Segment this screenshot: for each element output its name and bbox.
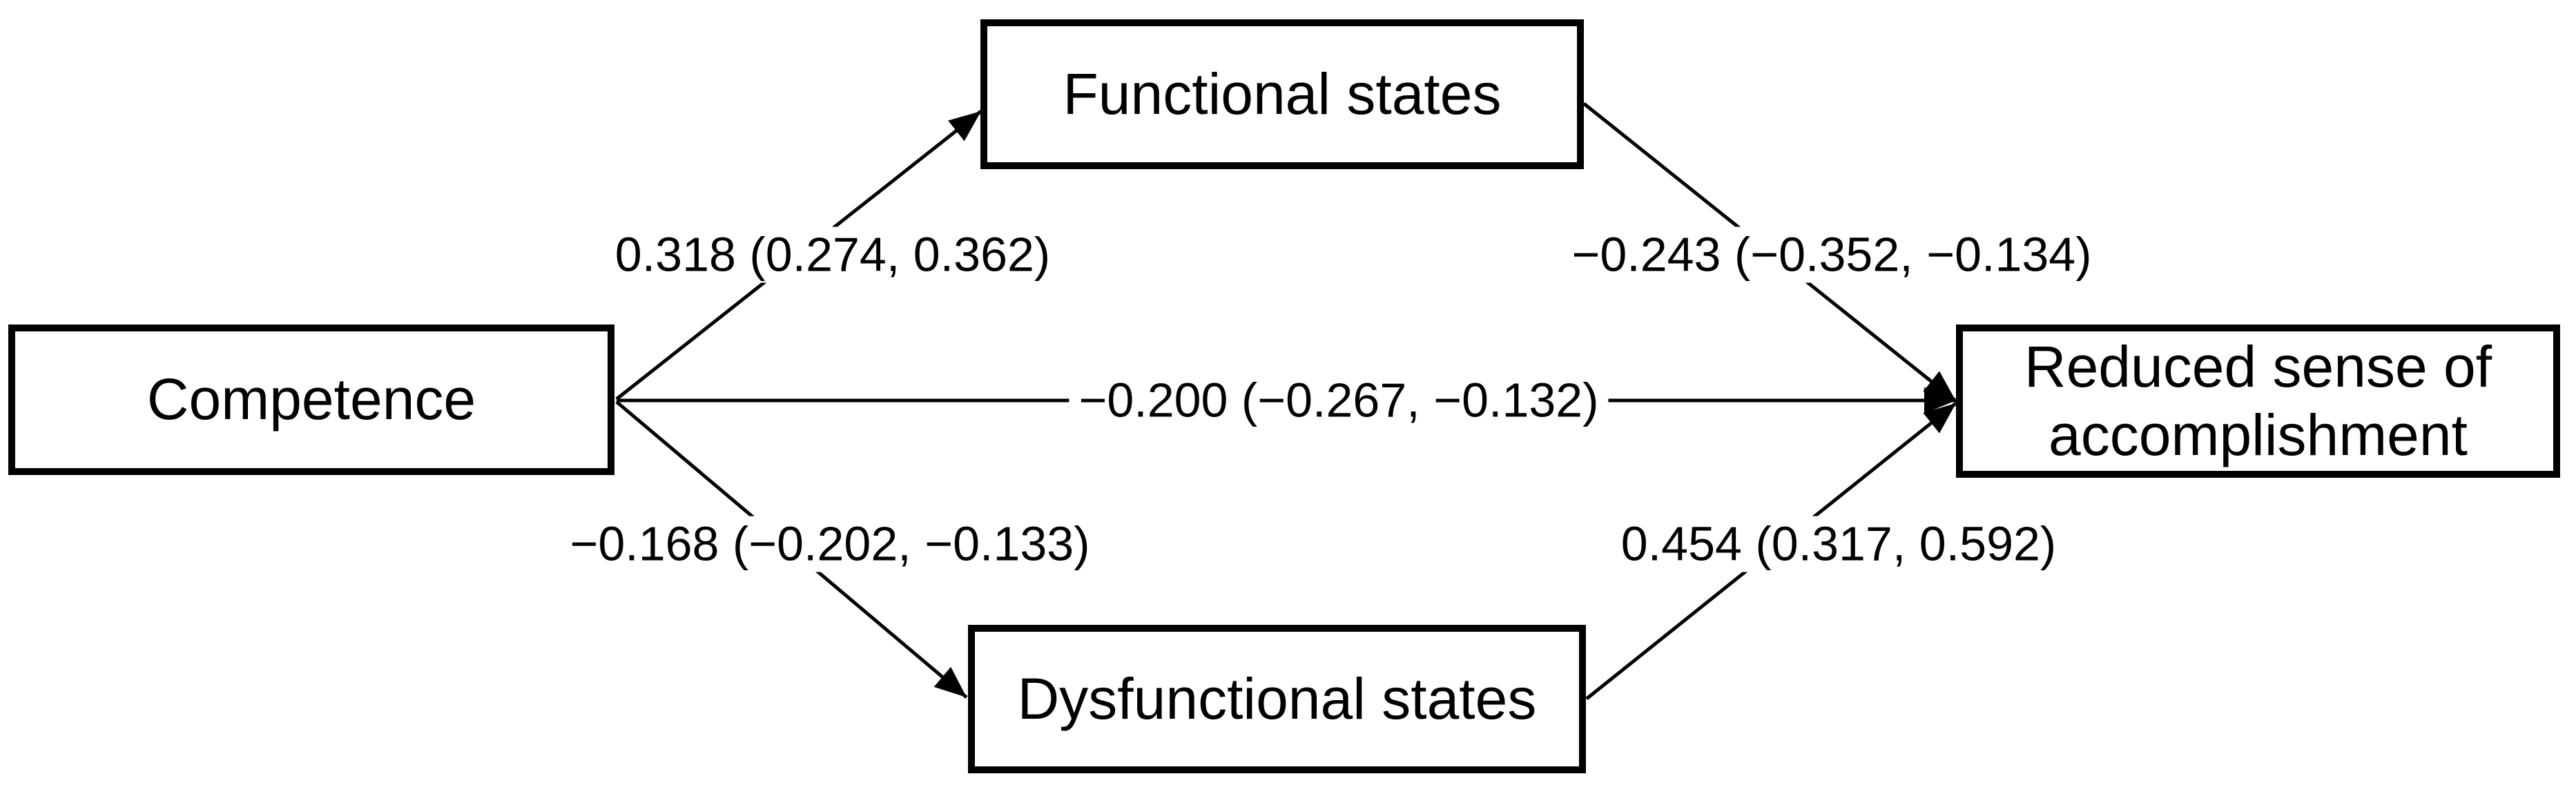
node-label-competence: Competence (146, 367, 476, 432)
node-label-reduced-accomplishment: Reduced sense of accomplishment (2024, 333, 2492, 467)
edge-label-competence-to-reduced-accomplishment: −0.200 (−0.267, −0.132) (1069, 372, 1609, 429)
node-dysfunctional-states: Dysfunctional states (968, 625, 1586, 773)
node-label-functional-states: Functional states (1063, 61, 1502, 126)
edge-label-competence-to-dysfunctional-states: −0.168 (−0.202, −0.133) (560, 516, 1100, 572)
node-reduced-accomplishment: Reduced sense of accomplishment (1956, 325, 2560, 478)
node-label-dysfunctional-states: Dysfunctional states (1017, 666, 1537, 731)
node-functional-states: Functional states (980, 19, 1584, 169)
edge-label-functional-states-to-reduced-accomplishment: −0.243 (−0.352, −0.134) (1562, 226, 2102, 283)
node-competence: Competence (8, 325, 614, 475)
edge-label-competence-to-functional-states: 0.318 (0.274, 0.362) (605, 226, 1061, 283)
edge-label-dysfunctional-states-to-reduced-accomplishment: 0.454 (0.317, 0.592) (1611, 516, 2066, 572)
